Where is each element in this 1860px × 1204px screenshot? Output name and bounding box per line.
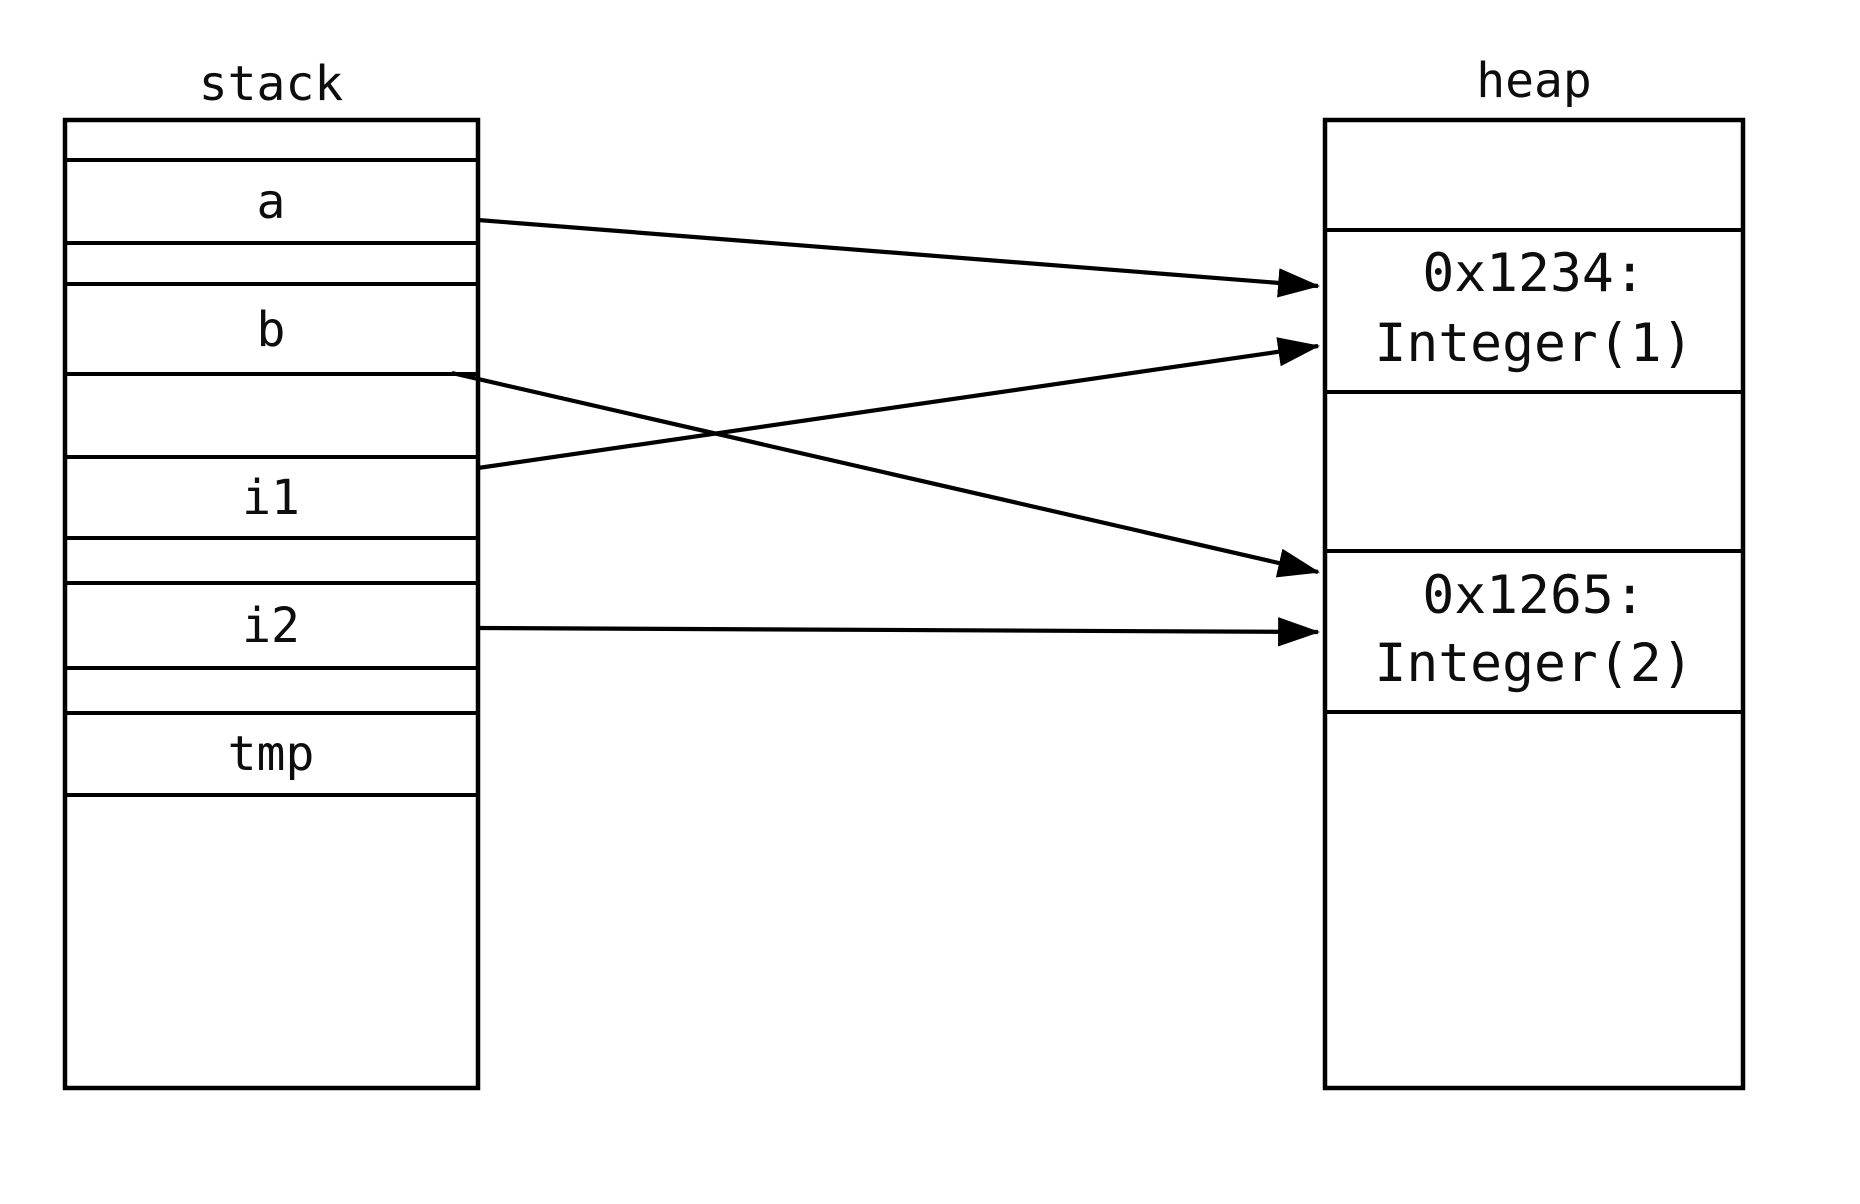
pointer-arrows bbox=[451, 217, 1321, 647]
stack-title: stack bbox=[199, 56, 344, 112]
stack-cell-label-a: a bbox=[257, 174, 286, 230]
heap-cell-address: 0x1265: bbox=[1422, 565, 1645, 626]
heap-title: heap bbox=[1476, 53, 1592, 109]
stack-box bbox=[62, 117, 481, 1091]
heap-cell-0x1234: 0x1234: Integer(1) bbox=[1374, 243, 1693, 374]
heap-column: heap 0x1234: Integer(1) 0x1265: Integer(… bbox=[1322, 53, 1746, 1091]
heap-cell-value: Integer(2) bbox=[1374, 633, 1693, 694]
pointer-arrow-a-to-0x1234 bbox=[477, 217, 1321, 298]
stack-cell-label-i1: i1 bbox=[242, 470, 300, 526]
pointer-arrow-i2-to-0x1265 bbox=[477, 617, 1321, 647]
heap-box bbox=[1322, 117, 1746, 1091]
stack-cell-label-tmp: tmp bbox=[228, 726, 315, 782]
heap-cell-0x1265: 0x1265: Integer(2) bbox=[1374, 565, 1693, 694]
stack-cell-label-i2: i2 bbox=[242, 598, 300, 654]
heap-cell-value: Integer(1) bbox=[1374, 313, 1693, 374]
stack-column: stack a b i1 i2 tmp bbox=[62, 56, 481, 1091]
pointer-arrow-b-to-0x1265 bbox=[451, 370, 1321, 578]
heap-cell-address: 0x1234: bbox=[1422, 243, 1645, 304]
stack-cell-label-b: b bbox=[257, 302, 286, 358]
pointer-arrow-i1-to-0x1234 bbox=[477, 337, 1321, 471]
